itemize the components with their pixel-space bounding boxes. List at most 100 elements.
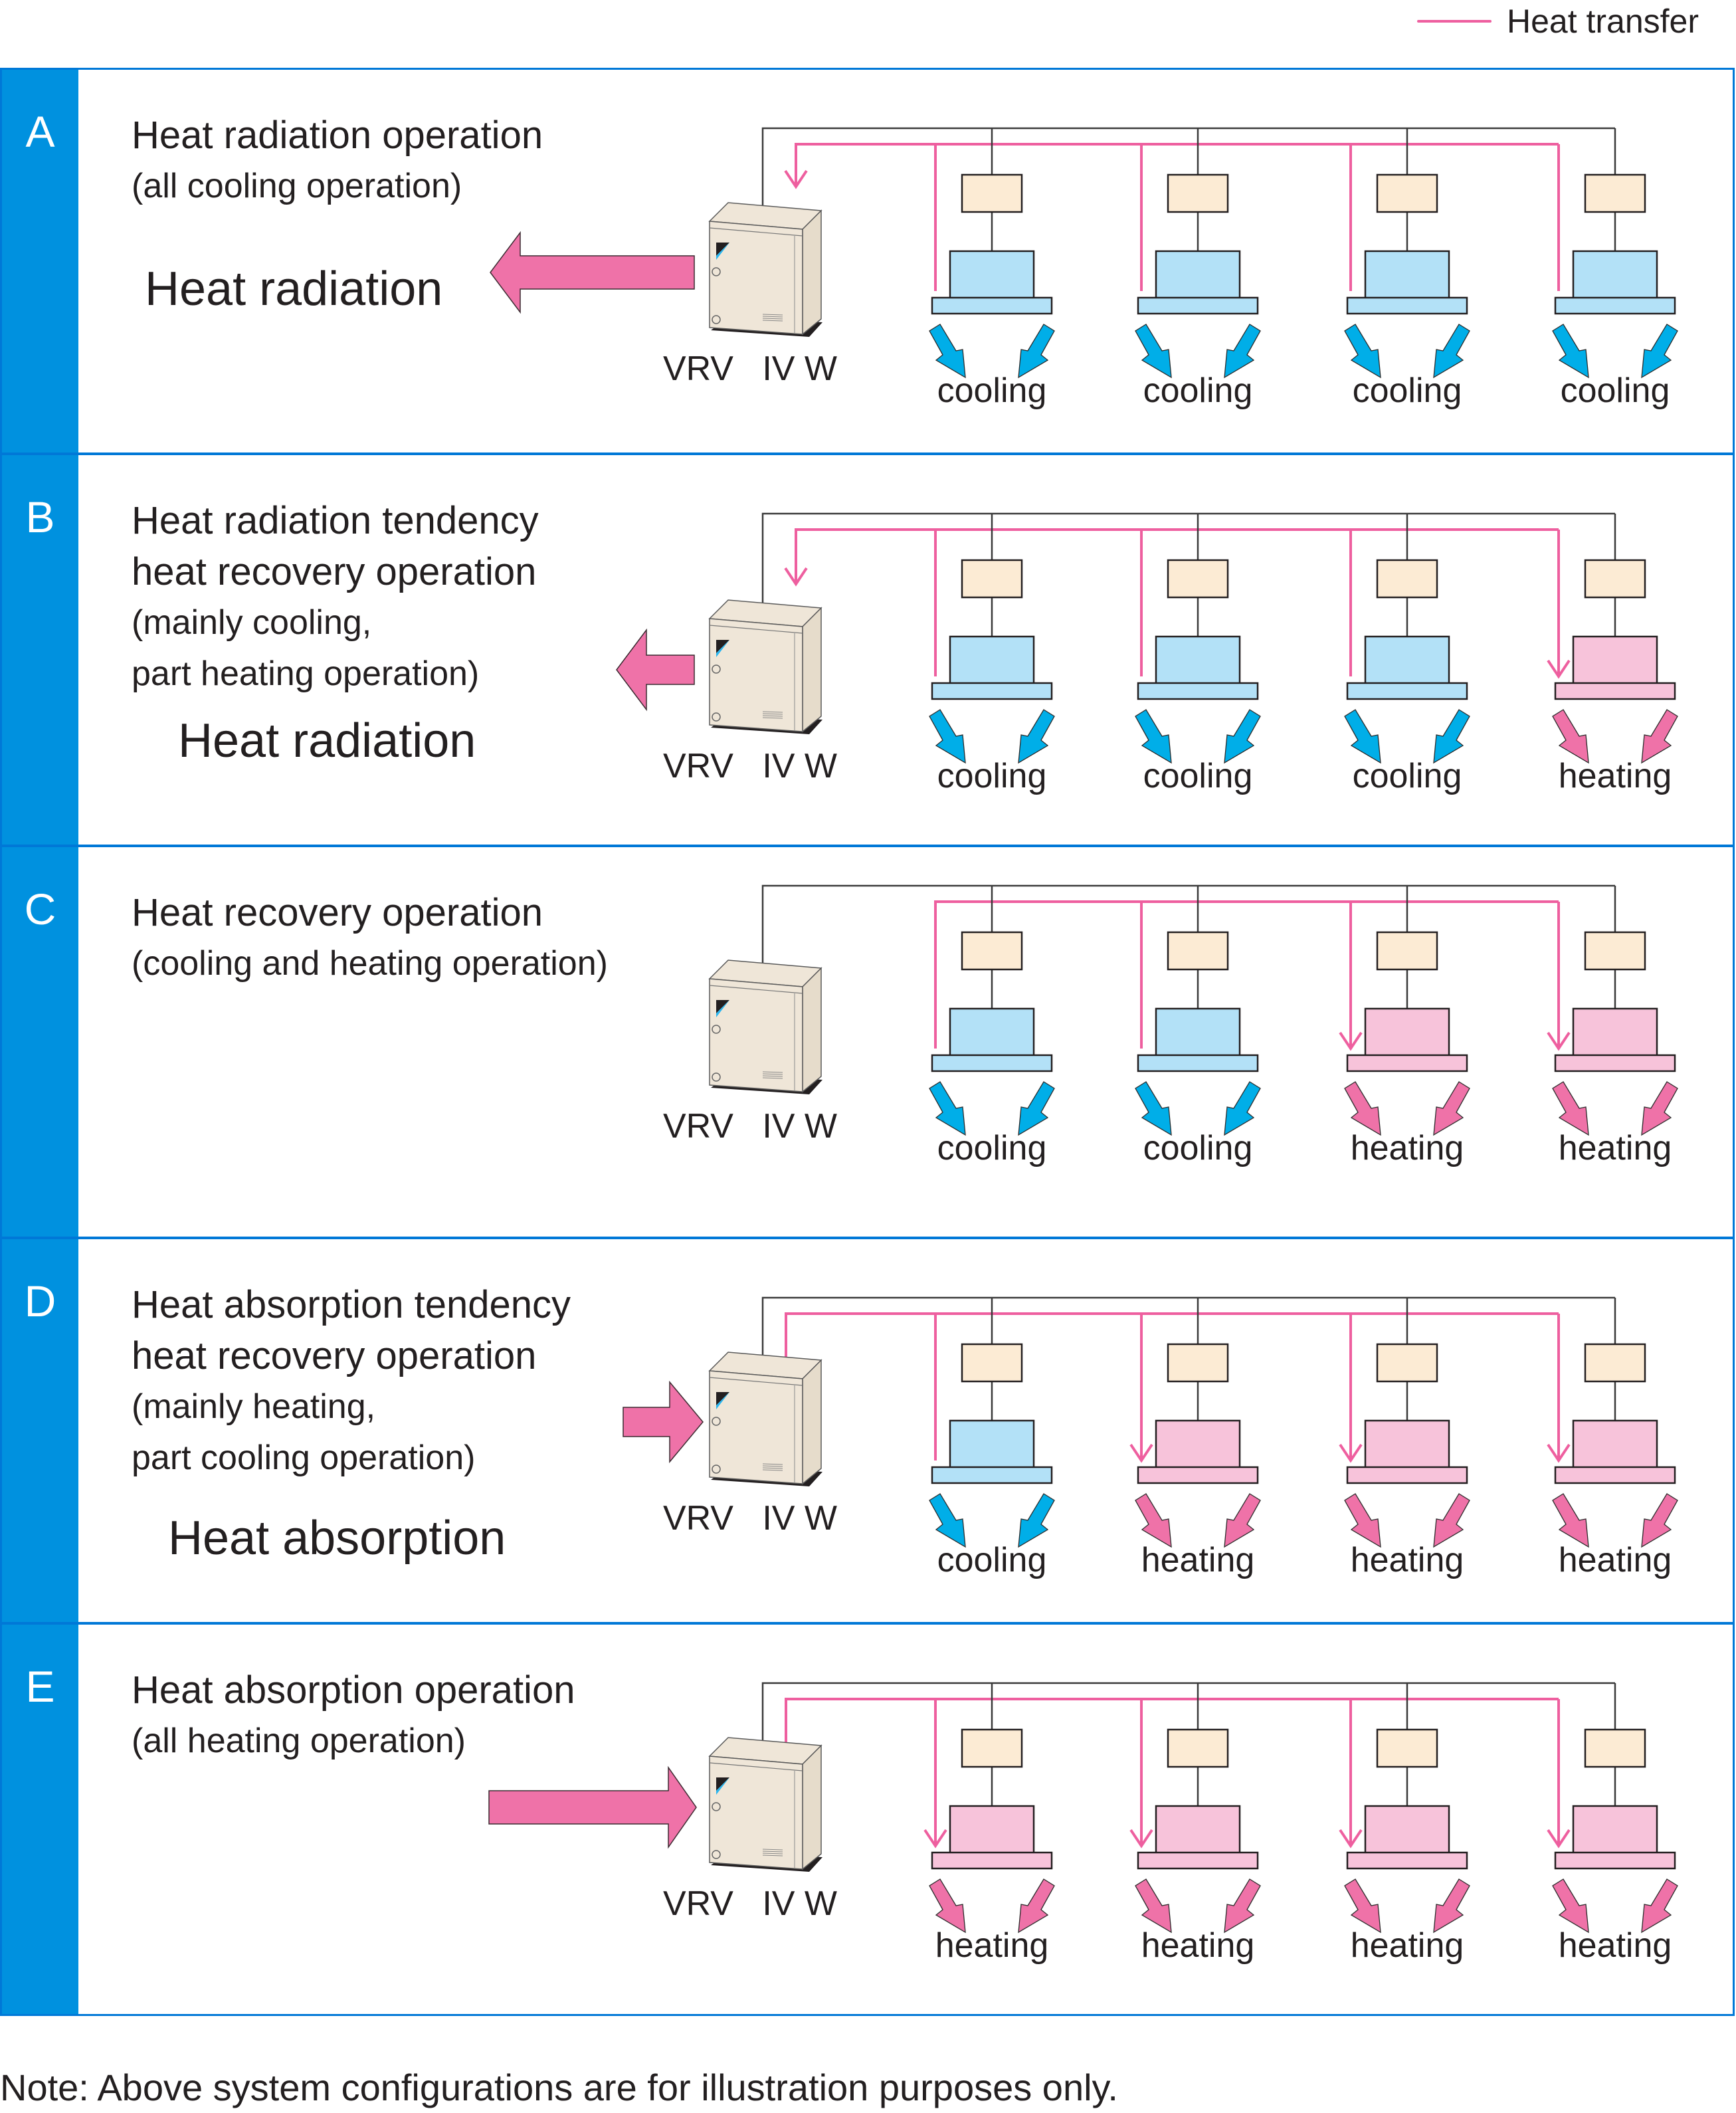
operation-title-line: Heat recovery operation [132,891,543,934]
heating-airflow-arrow-icon [1433,1878,1470,1934]
indoor-unit-1 [931,1683,1053,1870]
heating-airflow-arrow-icon [1552,709,1589,764]
ceiling-panel-icon [1346,1466,1468,1484]
ceiling-panel-icon [1137,682,1259,700]
heat-transfer-line [785,1312,1559,1365]
bs-box-icon [1376,173,1438,213]
refrigerant-piping [761,127,1615,207]
fan-coil-icon [949,1007,1035,1058]
outdoor-unit-label: VRV IV W [663,1884,837,1923]
ceiling-panel-icon [1554,1054,1676,1072]
indoor-mode-label: heating [1141,1541,1255,1579]
system-diagram [490,127,1678,379]
bs-box-icon [1167,173,1229,213]
heating-airflow-arrow-icon [1224,1878,1261,1934]
indoor-mode-label: heating [1350,1541,1464,1579]
indoor-unit-1 [931,1298,1053,1484]
indoor-mode-label: cooling [937,1541,1047,1579]
panel-e: E Heat absorption operation(all heating o… [0,1623,1735,2016]
cooling-airflow-arrow-icon [1224,709,1261,764]
panel-tab: B [2,455,78,845]
system-diagram [616,512,1678,764]
operation-title-line: Heat absorption operation [132,1668,575,1712]
fan-coil-icon [1155,1419,1241,1470]
heat-flow-arrowhead-icon [784,169,808,189]
fan-coil-icon [1572,1805,1658,1855]
cooling-airflow-arrow-icon [1135,1081,1172,1136]
operation-title-line: Heat radiation tendency [132,499,539,542]
heating-airflow-arrow-icon [1135,1493,1172,1548]
cooling-airflow-arrow-icon [929,1493,966,1548]
indoor-mode-label: cooling [1143,1129,1253,1167]
indoor-unit-3 [1346,1683,1468,1870]
indoor-mode-label: cooling [1143,371,1253,410]
outdoor-unit-icon [708,202,822,337]
indoor-unit-2 [1137,886,1259,1072]
ceiling-panel-icon [1554,296,1676,315]
legend: Heat transfer [1271,0,1736,60]
cooling-airflow-arrow-icon [1344,324,1381,379]
heating-airflow-arrow-icon [929,1878,966,1934]
ceiling-panel-icon [931,296,1053,315]
bs-box-icon [1376,1343,1438,1383]
heat-flow-arrowhead-icon [1339,1031,1363,1051]
fan-coil-icon [1155,1007,1241,1058]
indoor-unit-3 [1346,886,1468,1072]
ceiling-panel-icon [1137,1054,1259,1072]
operation-title-line: (mainly cooling, [132,603,372,642]
bs-box-icon [1584,1343,1646,1383]
bs-box-icon [961,1343,1023,1383]
fan-coil-icon [949,635,1035,686]
heat-absorption-arrow-icon [623,1380,704,1464]
heating-airflow-arrow-icon [1641,1493,1678,1548]
ceiling-panel-icon [1346,296,1468,315]
panel-letter: C [24,884,56,934]
outdoor-unit-icon [708,1352,822,1486]
indoor-mode-label: cooling [1560,371,1670,410]
panel-tab: E [2,1625,78,2014]
heat-flow-arrowhead-icon [1129,1443,1153,1463]
fan-coil-icon [1155,1805,1241,1855]
fan-coil-icon [1364,1805,1450,1855]
heat-transfer-line [934,900,1559,1015]
bs-box-icon [1167,1343,1229,1383]
panel-letter: D [24,1276,56,1326]
indoor-unit-2 [1137,514,1259,700]
fan-coil-icon [1155,635,1241,686]
bs-box-icon [1584,1728,1646,1768]
heating-airflow-arrow-icon [1641,1878,1678,1934]
heating-airflow-arrow-icon [1641,709,1678,764]
outdoor-unit-label: VRV IV W [663,747,837,785]
bs-box-icon [1584,931,1646,971]
indoor-mode-label: heating [935,1926,1049,1965]
operation-title: Heat absorption operation(all heating op… [132,1664,575,1767]
ceiling-panel-icon [1137,296,1259,315]
indoor-mode-label: cooling [1352,757,1462,795]
operation-title: Heat radiation operation(all cooling ope… [132,110,543,212]
bs-box-icon [1584,173,1646,213]
cooling-airflow-arrow-icon [1224,1081,1261,1136]
heat-absorption-arrow-icon [488,1765,697,1849]
fan-coil-icon [1572,1419,1658,1470]
ceiling-panel-icon [1137,1466,1259,1484]
fan-coil-icon [1155,250,1241,300]
indoor-unit-4 [1554,514,1676,700]
footnote: Note: Above system configurations are fo… [0,2066,1118,2108]
ceiling-panel-icon [931,682,1053,700]
heat-transfer-line [795,528,1559,584]
panel-letter: B [25,492,55,542]
ceiling-panel-icon [1346,1054,1468,1072]
heat-flow-arrowhead-icon [1547,1031,1571,1051]
heat-flow-arrowhead-icon [923,1829,947,1849]
bs-box-icon [1376,1728,1438,1768]
fan-coil-icon [1364,250,1450,300]
panel-a: A Heat radiation operation(all cooling op… [0,68,1735,454]
panel-tab: A [2,70,78,453]
cooling-airflow-arrow-icon [1018,709,1055,764]
heat-flow-arrowhead-icon [1547,1829,1571,1849]
indoor-mode-label: cooling [937,371,1047,410]
indoor-unit-2 [1137,128,1259,315]
heat-flow-arrowhead-icon [1339,1443,1363,1463]
